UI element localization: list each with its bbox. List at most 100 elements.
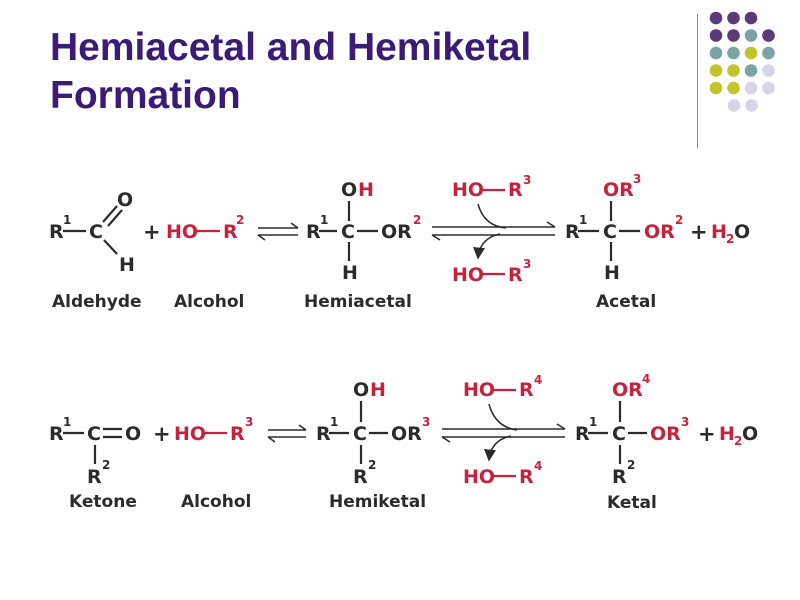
decorative-dot xyxy=(744,81,758,95)
decorative-dot xyxy=(709,46,723,60)
acetal-or-sup: 2 xyxy=(675,213,683,227)
acetal-or-top-sup: 3 xyxy=(633,172,641,186)
water-sub: 2 xyxy=(734,434,742,448)
reagent-out-sup: 3 xyxy=(523,257,531,271)
decorative-dot xyxy=(709,64,723,77)
hemiacetal-or: OR xyxy=(381,221,412,243)
reagent-in: HO R 4 xyxy=(463,373,542,401)
hemiketal-or-sup: 3 xyxy=(422,415,430,429)
ketone-c: C xyxy=(87,423,101,445)
decorative-dot xyxy=(727,81,740,95)
acetal-or-top: OR xyxy=(603,179,634,201)
ketal-c: C xyxy=(612,423,626,445)
ketal-r: R xyxy=(575,423,590,445)
reagent-in-sup: 3 xyxy=(523,173,531,187)
hemiketal-label: Hemiketal xyxy=(329,492,426,512)
alcohol-molecule: HO R 3 xyxy=(174,415,253,445)
decorative-dot xyxy=(709,29,723,42)
decorative-dot xyxy=(709,11,723,25)
plus-sign: + xyxy=(698,422,716,446)
decorative-dot xyxy=(727,64,740,77)
decorative-dot xyxy=(727,11,740,25)
water-molecule: H 2 O xyxy=(711,221,750,246)
acetal-molecule: OR 3 R 1 C OR 2 H xyxy=(565,172,683,284)
reagent-out: HO R 3 xyxy=(452,257,531,286)
reagent-in-ho: HO xyxy=(463,379,495,401)
decorative-dot-grid xyxy=(709,11,775,112)
decorative-dot xyxy=(762,29,775,42)
hemiacetal-oh-h: H xyxy=(358,179,374,201)
reagent-in-ho: HO xyxy=(452,179,484,201)
acetal-r: R xyxy=(565,221,580,243)
aldehyde-r-sup: 1 xyxy=(63,213,71,227)
hemiketal-c: C xyxy=(353,423,367,445)
hemiacetal-or-sup: 2 xyxy=(413,213,421,227)
ketal-or-top: OR xyxy=(612,379,643,401)
hemiketal-r: R xyxy=(316,423,331,445)
ketal-r-sup: 1 xyxy=(589,415,597,429)
slide-title-line-1: Hemiacetal and Hemiketal xyxy=(50,26,532,69)
acetal-h: H xyxy=(604,262,620,284)
hemiketal-r2-sup: 2 xyxy=(368,458,376,472)
reagent-out-r: R xyxy=(519,466,534,488)
hemiketal-or: OR xyxy=(391,423,422,445)
acetal-or: OR xyxy=(644,221,675,243)
aldehyde-label: Aldehyde xyxy=(52,292,142,312)
reagent-out-sup: 4 xyxy=(534,459,542,473)
acetal-label: Acetal xyxy=(596,292,656,312)
long-equilibrium-arrow xyxy=(431,203,556,260)
ketone-r-sup: 1 xyxy=(63,415,71,429)
water-o: O xyxy=(734,221,750,243)
water-o: O xyxy=(742,423,758,445)
alcohol-r-sup: 2 xyxy=(236,213,244,227)
alcohol-ho: HO xyxy=(174,423,206,445)
water-h: H xyxy=(719,423,735,445)
aldehyde-c: C xyxy=(89,221,103,243)
title-divider xyxy=(697,14,698,148)
decorative-dot xyxy=(762,46,775,60)
hemiacetal-label: Hemiacetal xyxy=(304,292,412,312)
aldehyde-h: H xyxy=(119,254,135,276)
alcohol-label: Alcohol xyxy=(174,292,244,312)
water-molecule: H 2 O xyxy=(719,423,758,448)
decorative-dot xyxy=(727,99,741,112)
decorative-dot xyxy=(762,81,775,95)
slide-title: Hemiacetal and Hemiketal Formation xyxy=(50,24,650,120)
decorative-dot xyxy=(762,64,775,77)
acetal-r-sup: 1 xyxy=(579,213,587,227)
alcohol-molecule: HO R 2 xyxy=(166,213,244,243)
reagent-out-ho: HO xyxy=(452,264,484,286)
hemiacetal-h: H xyxy=(342,262,358,284)
hemiketal-r-sup: 1 xyxy=(330,415,338,429)
ketone-o: O xyxy=(125,423,141,445)
reagent-out-ho: HO xyxy=(463,466,495,488)
aldehyde-o: O xyxy=(117,189,133,211)
hemiketal-oh-o: O xyxy=(353,379,369,401)
ketone-r: R xyxy=(49,423,64,445)
long-equilibrium-arrow xyxy=(441,403,566,462)
decorative-dot xyxy=(744,11,758,25)
water-sub: 2 xyxy=(726,232,734,246)
decorative-dot xyxy=(744,64,758,77)
alcohol-label: Alcohol xyxy=(181,492,251,512)
hemiacetal-oh-o: O xyxy=(341,179,357,201)
hemiacetal-r: R xyxy=(306,221,321,243)
reagent-in-r: R xyxy=(519,379,534,401)
hemiacetal-molecule: O H R 1 C OR 2 H xyxy=(306,179,421,284)
aldehyde-r: R xyxy=(49,221,64,243)
hemiketal-molecule: O H R 1 C OR 3 R 2 xyxy=(316,379,430,488)
decorative-dot xyxy=(744,29,758,42)
ketal-label: Ketal xyxy=(607,493,657,513)
hemiacetal-r-sup: 1 xyxy=(320,213,328,227)
ketal-r2: R xyxy=(612,466,627,488)
reagent-out-r: R xyxy=(508,264,523,286)
reagent-in: HO R 3 xyxy=(452,173,531,201)
alcohol-r: R xyxy=(230,423,245,445)
ketone-molecule: R 1 C O R 2 xyxy=(49,415,141,488)
water-h: H xyxy=(711,221,727,243)
decorative-dot xyxy=(745,99,758,112)
plus-sign: + xyxy=(153,422,171,446)
decorative-dot xyxy=(727,46,740,60)
equilibrium-arrow xyxy=(267,424,307,443)
